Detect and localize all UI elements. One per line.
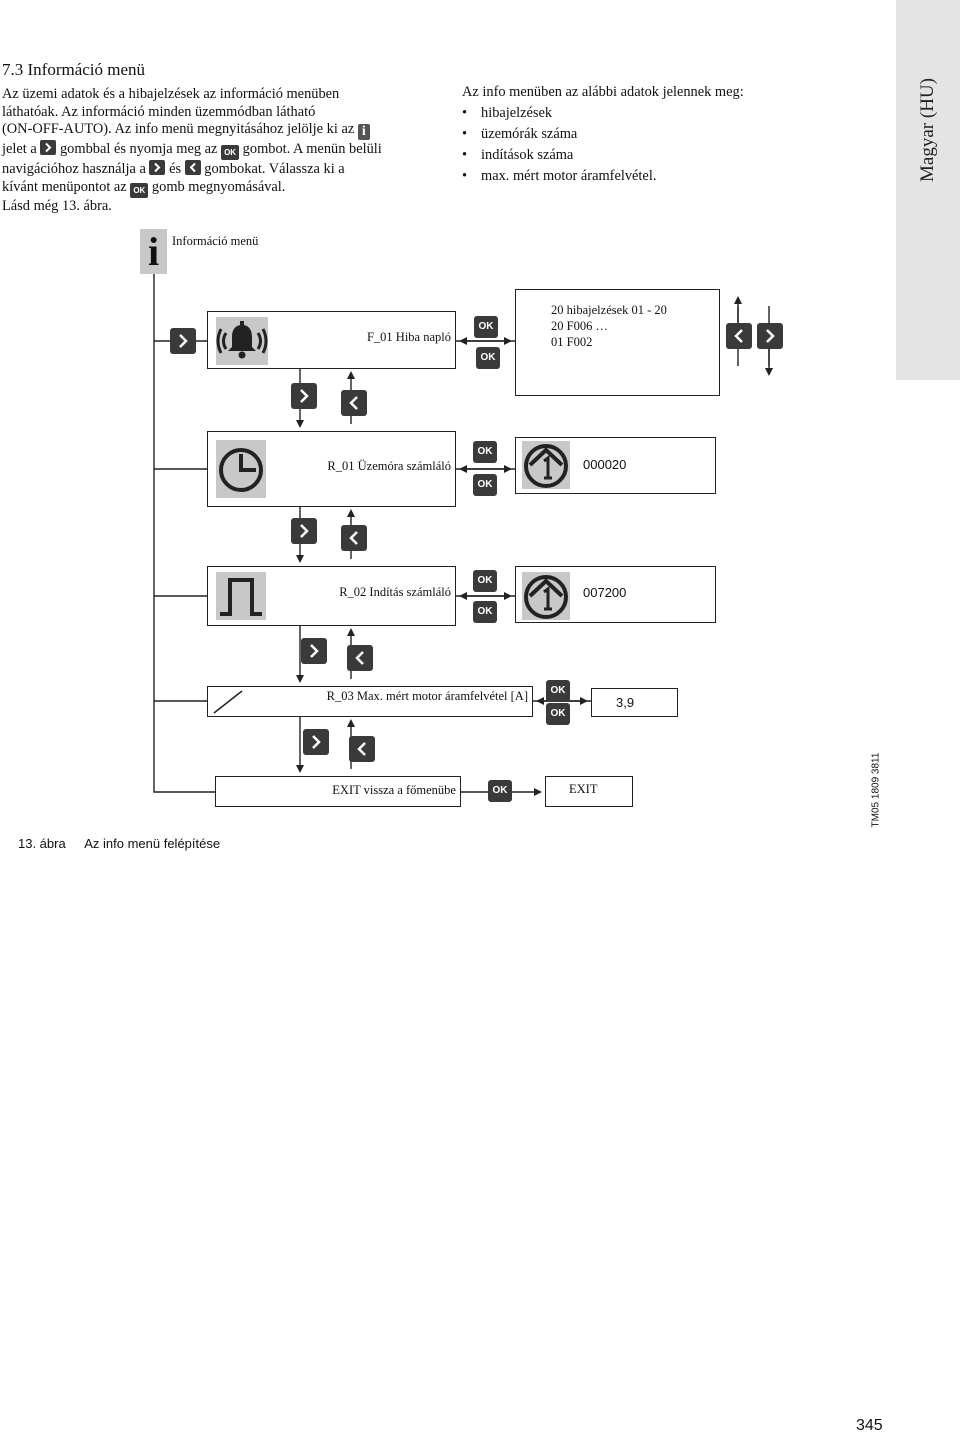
right-arrow-button-icon: [303, 729, 329, 760]
list-item: indítások száma: [462, 145, 744, 166]
intro-line: Az üzemi adatok és a hibajelzések az inf…: [2, 86, 340, 102]
ok-button-icon: OK: [473, 570, 497, 592]
intro-text: (ON-OFF-AUTO). Az info menü megnyitásáho…: [2, 121, 355, 138]
intro-line: láthatóak. Az információ minden üzemmódb…: [2, 103, 316, 120]
left-arrow-button-icon: [341, 390, 367, 421]
intro-text: navigációhoz használja a: [2, 161, 146, 178]
intro-line: Lásd még 13. ábra.: [2, 197, 112, 214]
r02-label: R_02 Indítás számláló: [339, 585, 451, 599]
f01-detail-line: 01 F002: [551, 335, 593, 349]
right-arrow-button-icon: [40, 140, 57, 156]
r03-detail-box: 3,9: [591, 688, 678, 717]
intro-text: és: [169, 161, 182, 178]
figure-caption: 13. ábra Az info menü felépítése: [18, 836, 220, 851]
bell-alarm-icon: [216, 317, 268, 365]
figure-number: 13. ábra: [18, 836, 66, 851]
r03-value: 3,9: [616, 695, 635, 710]
ok-button-icon: OK: [488, 780, 512, 802]
language-side-tab: [896, 0, 960, 380]
list-item: hibajelzések: [462, 103, 744, 124]
right-arrow-button-icon: [301, 638, 327, 669]
ok-button-icon: OK: [473, 601, 497, 623]
f01-detail-line: 20 hibajelzések 01 - 20: [551, 303, 667, 317]
r01-menu-box: R_01 Üzemóra számláló: [207, 431, 456, 507]
left-arrow-button-icon: [347, 645, 373, 676]
f01-detail-box: 20 hibajelzések 01 - 20 20 F006 … 01 F00…: [515, 289, 720, 396]
intro-text: gombokat. Válassza ki a: [204, 161, 345, 178]
exit-menu-box: EXIT vissza a főmenübe: [215, 776, 461, 807]
r02-value: 007200: [583, 585, 627, 600]
r02-menu-box: R_02 Indítás számláló: [207, 566, 456, 626]
left-arrow-button-icon: [341, 525, 367, 556]
list-item: üzemórák száma: [462, 124, 744, 145]
right-arrow-button-icon: [757, 323, 783, 354]
ok-button-icon: OK: [546, 703, 570, 725]
left-arrow-button-icon: [349, 736, 375, 767]
r01-label: R_01 Üzemóra számláló: [327, 459, 451, 473]
f01-detail-line: 20 F006 …: [551, 319, 608, 333]
ok-button-icon: OK: [221, 145, 240, 161]
list-item: max. mért motor áramfelvétel.: [462, 166, 744, 187]
section-heading: 7.3 Információ menü: [2, 60, 146, 79]
right-arrow-button-icon: [170, 328, 196, 359]
pump-counter-icon: [522, 572, 570, 620]
ok-button-icon: OK: [473, 441, 497, 463]
ok-button-icon: OK: [130, 182, 149, 198]
intro-line: kívánt menüpontot az OK gomb megnyomásáv…: [2, 179, 382, 198]
info-menu-title: Információ menü: [172, 234, 259, 248]
right-arrow-button-icon: [291, 518, 317, 549]
intro-line: navigációhoz használja a és gombokat. Vá…: [2, 160, 382, 179]
intro-line: jelet a gombbal és nyomja meg az OK gomb…: [2, 140, 382, 161]
intro-text: jelet a: [2, 141, 37, 158]
ok-button-icon: OK: [473, 474, 497, 496]
figure-text: Az info menü felépítése: [84, 836, 221, 851]
exit-detail-box: EXIT: [545, 776, 633, 807]
f01-menu-box: F_01 Hiba napló: [207, 311, 456, 369]
info-list-title: Az info menüben az alábbi adatok jelenne…: [462, 84, 744, 100]
info-button-icon: i: [357, 124, 370, 141]
slash-icon: [213, 690, 243, 714]
page-number: 345: [856, 1417, 883, 1434]
f01-label: F_01 Hiba napló: [366, 330, 451, 344]
left-arrow-button-icon: [184, 160, 201, 176]
r03-menu-box: R_03 Max. mért motor áramfelvétel [A]: [207, 686, 533, 717]
intro-text: gombbal és nyomja meg az: [59, 141, 218, 158]
info-list: Az info menüben az alábbi adatok jelenne…: [462, 82, 744, 187]
r03-label: R_03 Max. mért motor áramfelvétel [A]: [326, 689, 528, 703]
exit-value: EXIT: [569, 782, 598, 796]
ok-button-icon: OK: [546, 680, 570, 702]
right-arrow-button-icon: [149, 160, 166, 176]
right-arrow-button-icon: [291, 383, 317, 414]
r01-value: 000020: [583, 457, 627, 472]
drawing-code: TM05 1809 3811: [870, 752, 882, 828]
intro-text: gombot. A menün belüli: [242, 141, 382, 158]
ok-button-icon: OK: [476, 347, 500, 369]
left-arrow-button-icon: [726, 323, 752, 354]
pulse-icon: [216, 572, 266, 620]
r01-detail-box: 000020: [515, 437, 716, 494]
clock-icon: [216, 440, 266, 498]
intro-text: kívánt menüpontot az: [2, 178, 127, 195]
intro-line: (ON-OFF-AUTO). Az info menü megnyitásáho…: [2, 121, 382, 141]
exit-label: EXIT vissza a főmenübe: [332, 783, 456, 797]
intro-text: gomb megnyomásával.: [151, 178, 286, 195]
info-glyph: i: [147, 229, 160, 274]
r02-detail-box: 007200: [515, 566, 716, 623]
ok-button-icon: OK: [474, 316, 498, 338]
pump-counter-icon: [522, 441, 570, 489]
intro-paragraph: Az üzemi adatok és a hibajelzések az inf…: [2, 86, 382, 215]
info-menu-icon: i: [140, 229, 167, 274]
